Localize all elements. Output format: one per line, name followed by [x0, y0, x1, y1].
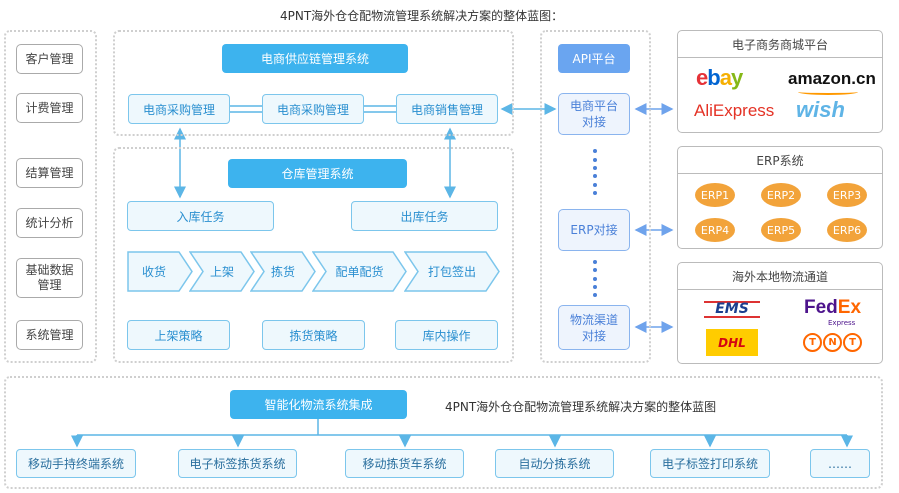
erp-1[interactable]: ERP1: [695, 183, 735, 207]
menu-settlement[interactable]: 结算管理: [16, 158, 83, 188]
fedex-express-text: Express: [828, 319, 856, 327]
purchase-management-2[interactable]: 电商采购管理: [262, 94, 364, 124]
flow-step-receive[interactable]: 收货: [127, 251, 193, 292]
wms-header: 仓库管理系统: [228, 159, 407, 188]
amazon-smile: [798, 89, 858, 95]
wms-panel: [113, 147, 514, 363]
erp-2[interactable]: ERP2: [761, 183, 801, 207]
auto-sorting-system[interactable]: 自动分拣系统: [495, 449, 614, 478]
flow-step-label: 打包签出: [427, 265, 476, 279]
wish-logo: wish: [796, 97, 845, 122]
erp-integration[interactable]: ERP对接: [558, 209, 630, 251]
flow-step-label: 拣货: [270, 265, 295, 279]
menu-basic-data[interactable]: 基础数据管理: [16, 258, 83, 298]
tnt-letter: N: [823, 333, 842, 352]
inbound-task[interactable]: 入库任务: [127, 201, 274, 231]
ems-logo: EMS: [704, 301, 760, 318]
electronic-label-picking-system[interactable]: 电子标签拣货系统: [178, 449, 297, 478]
in-warehouse-ops[interactable]: 库内操作: [395, 320, 498, 350]
erp-4[interactable]: ERP4: [695, 218, 735, 242]
tnt-logo: T N T: [803, 333, 862, 352]
fedex-logo: FedEx: [804, 297, 862, 318]
menu-system[interactable]: 系统管理: [16, 320, 83, 350]
mobile-terminal-system[interactable]: 移动手持终端系统: [16, 449, 136, 478]
supply-chain-panel: [113, 30, 514, 136]
outbound-task[interactable]: 出库任务: [351, 201, 498, 231]
ecommerce-header: 电子商务商城平台: [678, 31, 882, 58]
left-menu-panel: [4, 30, 97, 363]
erp-panel: ERP系统 ERP1 ERP2 ERP3 ERP4 ERP5 ERP6: [677, 146, 883, 249]
erp-6[interactable]: ERP6: [827, 218, 867, 242]
putaway-strategy[interactable]: 上架策略: [127, 320, 230, 350]
flow-step-label: 配单配货: [335, 265, 384, 279]
more-systems[interactable]: ……: [810, 449, 870, 478]
flow-step-label: 上架: [209, 265, 234, 279]
logistics-panel: 海外本地物流通道 EMS FedEx Express DHL T N T: [677, 262, 883, 364]
tnt-letter: T: [803, 333, 822, 352]
integration-header: 智能化物流系统集成: [230, 390, 407, 419]
amazon-logo: amazon.cn: [788, 69, 876, 88]
logistics-header: 海外本地物流通道: [678, 263, 882, 290]
purchase-management-1[interactable]: 电商采购管理: [128, 94, 230, 124]
erp-3[interactable]: ERP3: [827, 183, 867, 207]
aliexpress-logo: AliExpress: [694, 101, 775, 120]
electronic-label-printing-system[interactable]: 电子标签打印系统: [650, 449, 770, 478]
ebay-logo: ebay: [696, 65, 743, 90]
integration-panel: [4, 376, 883, 489]
dhl-logo: DHL: [706, 329, 758, 356]
ecommerce-panel: 电子商务商城平台 ebay amazon.cn AliExpress wish: [677, 30, 883, 133]
api-panel: [540, 30, 651, 363]
integration-caption: 4PNT海外仓仓配物流管理系统解决方案的整体蓝图: [445, 400, 717, 414]
menu-statistics[interactable]: 统计分析: [16, 208, 83, 238]
flow-step-label: 收货: [141, 265, 166, 279]
ecommerce-integration[interactable]: 电商平台对接: [558, 93, 630, 135]
mobile-picking-cart-system[interactable]: 移动拣货车系统: [345, 449, 464, 478]
flow-step-picking[interactable]: 拣货: [250, 251, 316, 292]
erp-5[interactable]: ERP5: [761, 218, 801, 242]
page-title: 4PNT海外仓仓配物流管理系统解决方案的整体蓝图：: [280, 9, 564, 23]
menu-billing[interactable]: 计费管理: [16, 93, 83, 123]
sales-management[interactable]: 电商销售管理: [396, 94, 498, 124]
picking-strategy[interactable]: 拣货策略: [262, 320, 365, 350]
flow-step-putaway[interactable]: 上架: [189, 251, 255, 292]
logistics-integration[interactable]: 物流渠道对接: [558, 305, 630, 350]
erp-header: ERP系统: [678, 147, 882, 174]
menu-customer[interactable]: 客户管理: [16, 44, 83, 74]
supply-chain-header: 电商供应链管理系统: [222, 44, 408, 73]
flow-step-pack-ship[interactable]: 打包签出: [404, 251, 500, 292]
flow-step-allocation[interactable]: 配单配货: [312, 251, 407, 292]
tnt-letter: T: [843, 333, 862, 352]
api-header: API平台: [558, 44, 630, 73]
